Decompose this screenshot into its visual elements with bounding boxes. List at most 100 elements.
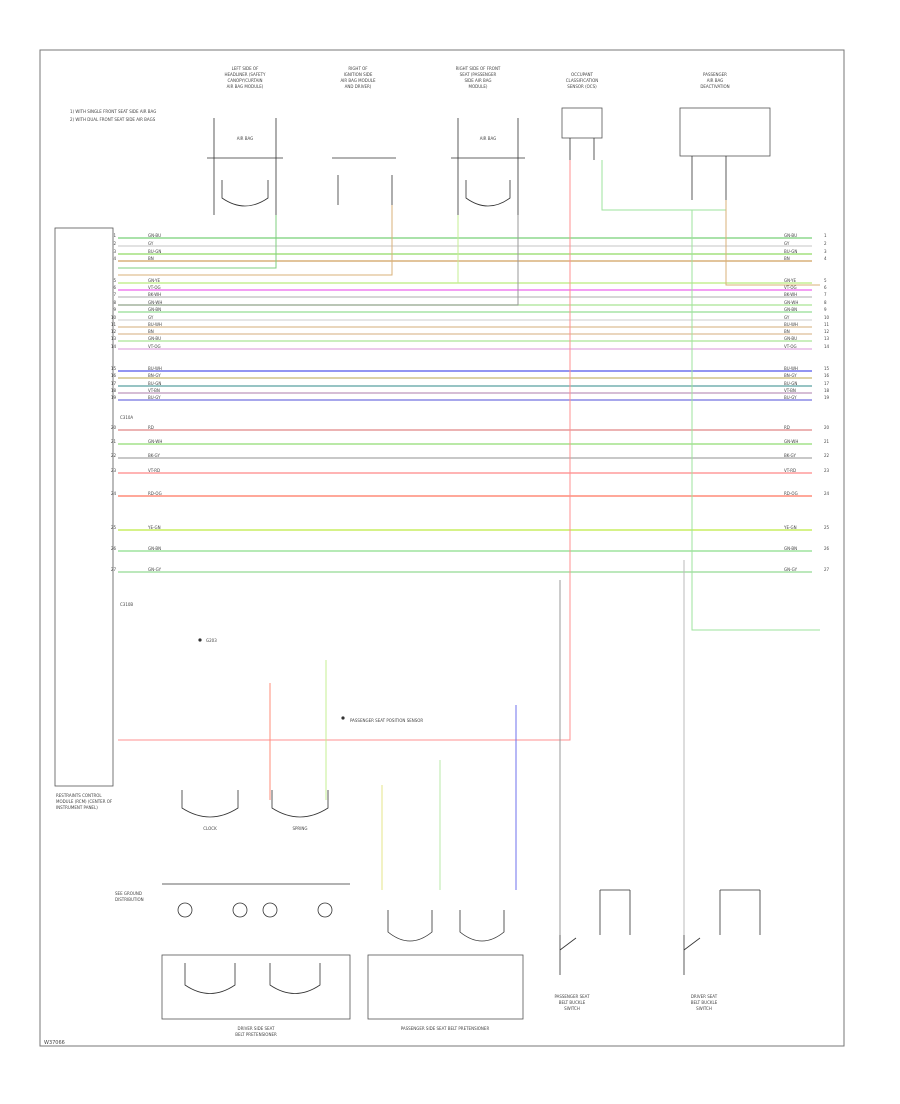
wire-pin-11: 11	[111, 322, 117, 327]
wire-label-right-12: BN	[784, 329, 790, 334]
svg-text:CANOPY/CURTAIN: CANOPY/CURTAIN	[227, 78, 262, 83]
wire-dest-25: 25	[824, 525, 830, 530]
wire-pin-19: 19	[111, 395, 117, 400]
wire-dest-5: 5	[824, 278, 827, 283]
wire-dest-21: 21	[824, 439, 830, 444]
wire-pin-8: 8	[113, 300, 116, 305]
wire-dest-3: 3	[824, 249, 827, 254]
wire-label-left-4: BN	[148, 256, 154, 261]
wire-pin-25: 25	[111, 525, 117, 530]
svg-text:CLOCK: CLOCK	[203, 826, 217, 831]
ground-note: G203	[206, 638, 217, 643]
wire-dest-22: 22	[824, 453, 830, 458]
wire-label-left-21: GN-WH	[148, 439, 162, 444]
wire-label-right-4: BN	[784, 256, 790, 261]
svg-text:RIGHT SIDE OF FRONT: RIGHT SIDE OF FRONT	[456, 66, 501, 71]
wire-label-left-18: VT-BN	[148, 388, 160, 393]
svg-text:AIR BAG MODULE: AIR BAG MODULE	[340, 78, 376, 83]
driver-buckle-switch: DRIVER SEAT BELT BUCKLE SWITCH	[683, 889, 761, 1011]
wire-label-right-25: YE-GN	[783, 525, 797, 530]
svg-text:SEAT (PASSENGER: SEAT (PASSENGER	[460, 72, 497, 77]
wire-pin-22: 22	[111, 453, 117, 458]
wire-label-right-20: RD	[784, 425, 790, 430]
left-note: SEE GROUND DISTRIBUTION	[115, 891, 144, 902]
title-lh-side-curtain: LEFT SIDE OF HEADLINER (SAFETY CANOPY/CU…	[225, 66, 267, 89]
wire-dest-14: 14	[824, 344, 830, 349]
wire-label-left-26: GN-BN	[148, 546, 161, 551]
svg-text:AND DRIVER): AND DRIVER)	[345, 84, 372, 89]
wire-risers	[118, 160, 820, 935]
svg-text:MODULE): MODULE)	[469, 84, 488, 89]
wire-label-left-7: BK-WH	[148, 292, 161, 297]
wire-label-left-3: BU-GN	[148, 249, 161, 254]
wire-label-right-5: GN-YE	[784, 278, 797, 283]
wire-label-left-25: YE-GN	[147, 525, 161, 530]
wire-dest-6: 6	[824, 285, 827, 290]
wire-label-right-10: GY	[784, 315, 790, 320]
title-rh-front-seat: RIGHT SIDE OF FRONT SEAT (PASSENGER SIDE…	[456, 66, 501, 89]
wire-label-left-11: BU-WH	[148, 322, 162, 327]
wire-dest-18: 18	[824, 388, 830, 393]
wire-label-left-17: BU-GN	[148, 381, 161, 386]
wire-pin-3: 3	[113, 249, 116, 254]
wire-label-left-5: GN-YE	[148, 278, 161, 283]
title-occupant-sensor: OCCUPANT CLASSIFICATION SENSOR (OCS)	[566, 72, 599, 89]
wire-pin-6: 6	[113, 285, 116, 290]
wire-label-right-26: GN-BN	[784, 546, 797, 551]
svg-text:AIR BAG: AIR BAG	[480, 136, 496, 141]
svg-text:AIR BAG: AIR BAG	[237, 136, 253, 141]
svg-text:OCCUPANT: OCCUPANT	[571, 72, 594, 77]
ground-note-dot	[198, 638, 202, 642]
svg-text:SEE GROUND: SEE GROUND	[115, 891, 142, 896]
lh-front-seat-switch	[332, 157, 396, 205]
wire-dest-4: 4	[824, 256, 827, 261]
wire-label-right-9: GN-BN	[784, 307, 797, 312]
wire-label-right-2: GY	[784, 241, 790, 246]
wire-label-right-7: BK-WH	[784, 292, 797, 297]
passenger-buckle-switch: PASSENGER SEAT BELT BUCKLE SWITCH	[554, 889, 631, 1011]
connector-b-label: C310B	[120, 602, 133, 607]
wire-dest-15: 15	[824, 366, 830, 371]
wire-dest-9: 9	[824, 307, 827, 312]
passenger-pretensioner: PASSENGER SIDE SEAT BELT PRETENSIONER	[367, 910, 524, 1031]
wire-dest-19: 19	[824, 395, 830, 400]
wire-dest-24: 24	[824, 491, 830, 496]
wire-label-left-24: RD-OG	[148, 491, 162, 496]
wire-label-left-14: VT-OG	[148, 344, 161, 349]
wire-dest-27: 27	[824, 567, 830, 572]
wire-pin-12: 12	[111, 329, 117, 334]
wire-label-left-16: BN-GY	[148, 373, 161, 378]
wire-pin-9: 9	[113, 307, 116, 312]
wire-label-right-15: BU-WH	[784, 366, 798, 371]
clockspring-modules: CLOCK SPRING	[162, 790, 350, 918]
wire-dest-13: 13	[824, 336, 830, 341]
wire-pin-16: 16	[111, 373, 117, 378]
wire-dest-7: 7	[824, 292, 827, 297]
svg-text:PASSENGER SIDE SEAT BELT PRETE: PASSENGER SIDE SEAT BELT PRETENSIONER	[401, 1026, 490, 1031]
svg-text:BELT BUCKLE: BELT BUCKLE	[691, 1000, 718, 1005]
wire-pin-27: 27	[111, 567, 117, 572]
svg-text:BELT BUCKLE: BELT BUCKLE	[559, 1000, 586, 1005]
svg-text:DISTRIBUTION: DISTRIBUTION	[115, 897, 144, 902]
wire-pin-2: 2	[113, 241, 116, 246]
wire-dest-2: 2	[824, 241, 827, 246]
svg-text:PASSENGER: PASSENGER	[703, 72, 727, 77]
wire-label-right-11: BU-WH	[784, 322, 798, 327]
wire-pin-5: 5	[113, 278, 116, 283]
wire-dest-23: 23	[824, 468, 830, 473]
svg-text:PASSENGER SEAT: PASSENGER SEAT	[554, 994, 590, 999]
note-2: 2) WITH DUAL FRONT SEAT SIDE AIR BAGS	[70, 117, 156, 122]
wire-pin-23: 23	[111, 468, 117, 473]
mid-note-dot	[341, 716, 345, 720]
note-1: 1) WITH SINGLE FRONT SEAT SIDE AIR BAG	[70, 109, 156, 114]
svg-text:SPRING: SPRING	[292, 826, 307, 831]
connector-a-label: C310A	[120, 415, 133, 420]
wire-label-left-6: VT-OG	[148, 285, 161, 290]
wire-label-left-23: VT-RD	[148, 468, 160, 473]
svg-text:SWITCH: SWITCH	[564, 1006, 580, 1011]
wire-label-right-16: BN-GY	[784, 373, 797, 378]
svg-text:AIR BAG: AIR BAG	[707, 78, 723, 83]
wire-dest-20: 20	[824, 425, 830, 430]
